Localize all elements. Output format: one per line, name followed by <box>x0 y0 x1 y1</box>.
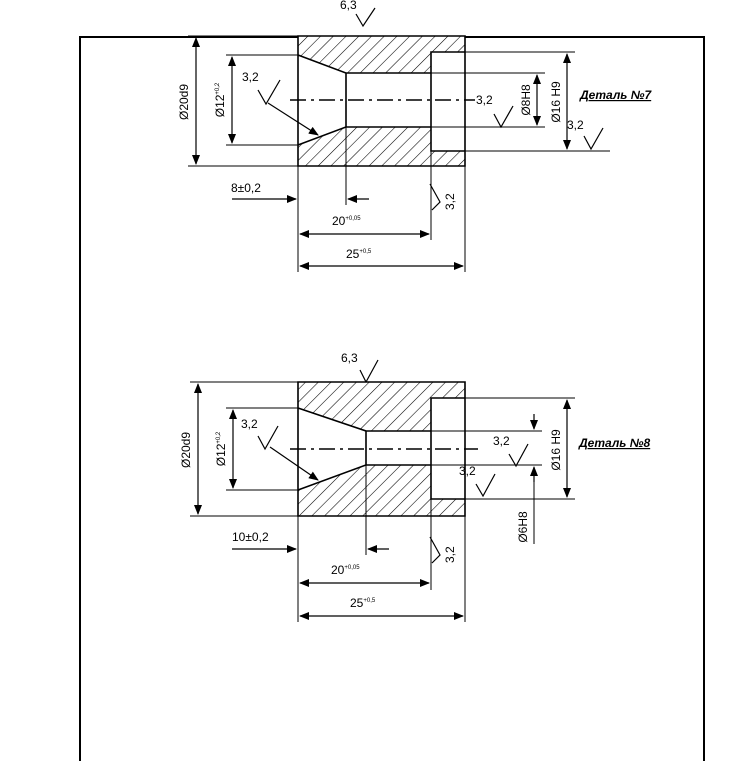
part-8-title: Деталь №8 <box>578 436 651 450</box>
part-7-roughness-cone: 3,2 <box>242 70 259 84</box>
part-7-roughness-bore: 3,2 <box>476 93 493 107</box>
part-8-bore-diameter: Ø6H8 <box>516 511 530 543</box>
part-7-total-length: 25+0,5 <box>346 247 372 261</box>
part-8-roughness-bore: 3,2 <box>493 434 510 448</box>
top-roughness-mark <box>355 7 376 28</box>
part-7-counterbore-diameter: Ø16 H9 <box>549 81 563 123</box>
top-roughness-fragment: 6,3 <box>340 0 357 12</box>
part-8-cone-length: 10±0,2 <box>232 530 269 544</box>
part-8-roughness-face: 3,2 <box>429 536 457 564</box>
part-8-total-length: 25+0,5 <box>350 596 376 610</box>
part-8-roughness-counterbore: 3,2 <box>459 464 476 478</box>
part-7-roughness-face: 3,2 <box>429 183 457 211</box>
part-8-inner-length: 20+0,05 <box>331 563 360 577</box>
part-7-inner-length: 20+0,05 <box>332 214 361 228</box>
part-7-drawing: Ø20d9 Ø12+0,2 3,2 Ø8H8 3,2 Ø16 H9 3,2 Де… <box>177 35 653 272</box>
svg-text:3,2: 3,2 <box>443 193 457 210</box>
svg-text:3,2: 3,2 <box>443 546 457 563</box>
part-8-cone-diameter: Ø12+0,2 <box>214 431 228 466</box>
part-8-roughness-top: 6,3 <box>341 351 358 365</box>
part-8-roughness-cone: 3,2 <box>241 417 258 431</box>
part-7-section <box>297 35 466 167</box>
part-8-drawing: 6,3 Ø20d9 Ø12+0,2 3,2 Ø16 H9 Ø6H8 3,2 <box>179 351 651 622</box>
part-8-counterbore-diameter: Ø16 H9 <box>549 429 563 471</box>
part-7-outer-diameter: Ø20d9 <box>177 84 191 120</box>
part-7-bore-diameter: Ø8H8 <box>519 84 533 116</box>
sheet-frame: 6,3 <box>79 0 705 761</box>
part-8-outer-diameter: Ø20d9 <box>179 432 193 468</box>
part-7-roughness-counterbore: 3,2 <box>567 118 584 132</box>
part-7-cone-diameter: Ø12+0,2 <box>213 82 227 117</box>
part-7-cone-length: 8±0,2 <box>231 181 261 195</box>
part-7-title: Деталь №7 <box>579 88 653 102</box>
